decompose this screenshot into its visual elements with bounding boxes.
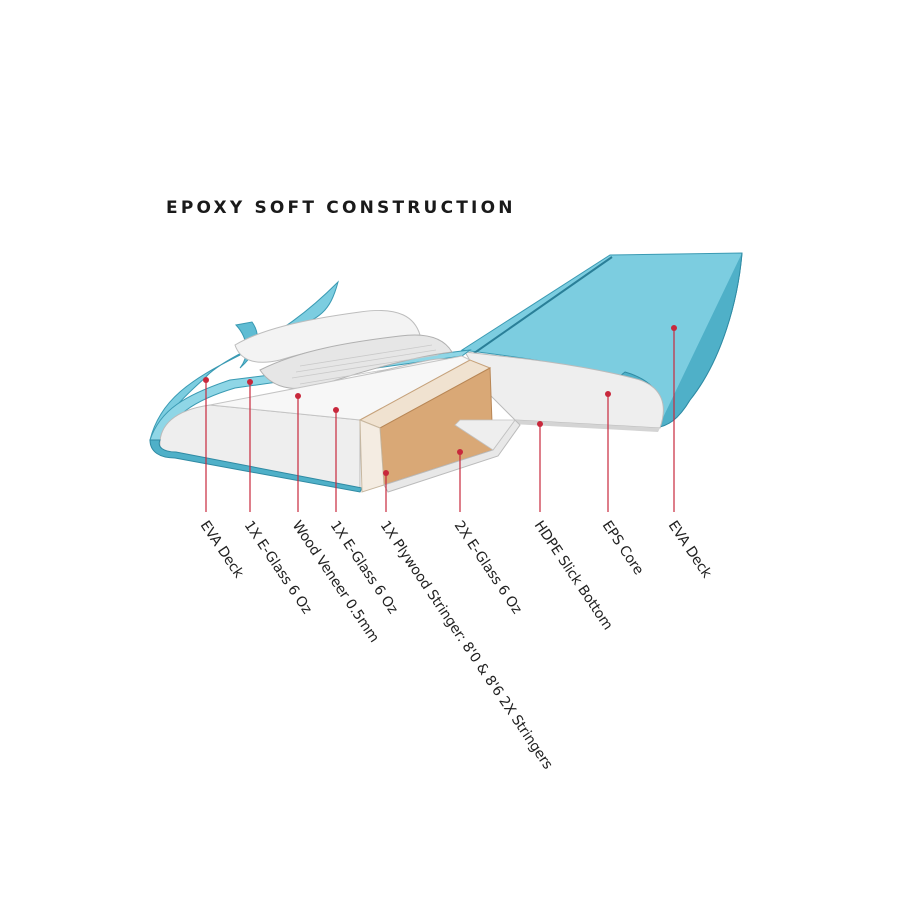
- callout-dot: [457, 449, 463, 455]
- diagram-title: EPOXY SOFT CONSTRUCTION: [166, 198, 516, 218]
- callout-dot: [247, 379, 253, 385]
- callout-lines: [203, 325, 677, 512]
- stringer-side-glass: [359, 419, 385, 493]
- callout-dot: [537, 421, 543, 427]
- callout-dot: [383, 470, 389, 476]
- callout-dot: [333, 407, 339, 413]
- right-core: [464, 351, 664, 429]
- callout-dot: [295, 393, 301, 399]
- left-core: [159, 404, 361, 491]
- callout-dot: [605, 391, 611, 397]
- left-deck-flap: [149, 280, 339, 441]
- deck-seam: [469, 256, 613, 357]
- right-bottom: [512, 420, 660, 432]
- callout-dot: [203, 377, 209, 383]
- callout-dot: [671, 325, 677, 331]
- bottom-glass-flat: [454, 419, 516, 451]
